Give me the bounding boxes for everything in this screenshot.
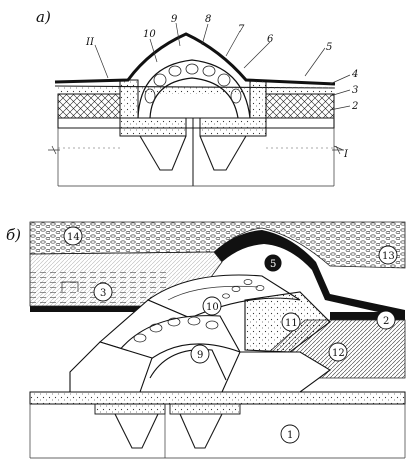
circled-10: 10 xyxy=(206,302,219,313)
callout-2: 2 xyxy=(351,101,358,112)
circled-3: 3 xyxy=(100,288,106,299)
panel-b-label: б) xyxy=(6,226,21,244)
callout-5: 5 xyxy=(326,42,332,53)
circled-14: 14 xyxy=(67,232,80,243)
circled-11: 11 xyxy=(285,318,298,329)
callout-II: II xyxy=(85,37,95,48)
callout-I: I xyxy=(343,149,349,160)
callout-10: 10 xyxy=(143,29,156,40)
panel-b-perspective xyxy=(29,221,406,459)
circled-13: 13 xyxy=(382,251,395,262)
callout-6: 6 xyxy=(267,34,274,45)
panel-a-label: а) xyxy=(36,8,51,26)
circled-9: 9 xyxy=(197,350,203,361)
panel-a-section xyxy=(48,22,351,187)
circled-5: 5 xyxy=(270,259,276,270)
callout-3: 3 xyxy=(352,85,358,96)
callout-8: 8 xyxy=(205,14,211,25)
circled-2: 2 xyxy=(383,316,389,327)
circled-1: 1 xyxy=(287,430,293,441)
callout-9: 9 xyxy=(171,14,178,25)
callout-4: 4 xyxy=(351,69,358,80)
circled-12: 12 xyxy=(332,348,345,359)
callout-7: 7 xyxy=(238,24,245,35)
